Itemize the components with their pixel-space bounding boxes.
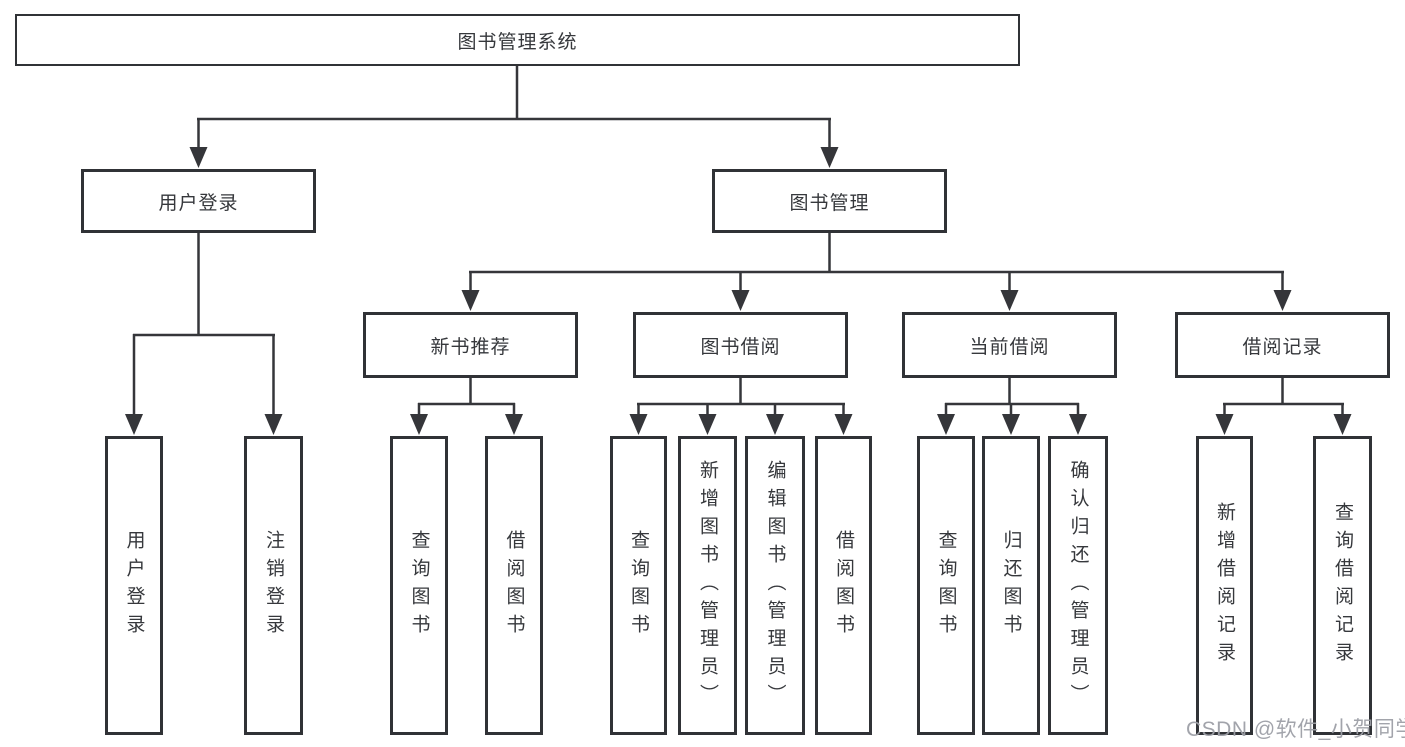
node-leaf-bb-query-book: 查询图书 [610, 436, 667, 735]
arrowheads [125, 147, 1352, 435]
node-user-login-group-label: 用户登录 [158, 192, 239, 214]
node-root-system-label: 图书管理系统 [457, 31, 578, 53]
node-current-borrow-label: 当前借阅 [969, 336, 1050, 358]
node-leaf-user-login-label: 用户登录 [123, 529, 145, 642]
node-leaf-bb-add-book-label: 新增图书（管理员） [697, 459, 718, 712]
node-borrow-records-label: 借阅记录 [1242, 336, 1323, 358]
watermark: CSDN @软件_小贺同学 [1186, 718, 1405, 741]
node-leaf-cb-query-book: 查询图书 [917, 436, 975, 735]
node-leaf-nbr-borrow-book-label: 借阅图书 [503, 529, 525, 642]
node-leaf-br-query-record: 查询借阅记录 [1313, 436, 1372, 735]
node-root-system: 图书管理系统 [15, 14, 1020, 66]
node-leaf-br-add-record-label: 新增借阅记录 [1214, 501, 1235, 670]
connector-segments [132, 66, 1344, 416]
node-leaf-cb-confirm-return-label: 确认归还（管理员） [1067, 459, 1089, 712]
node-leaf-bb-borrow-book: 借阅图书 [815, 436, 872, 735]
node-leaf-cb-return-book-label: 归还图书 [1000, 529, 1022, 642]
node-new-book-rec: 新书推荐 [363, 312, 578, 378]
node-book-mgmt-group: 图书管理 [712, 169, 947, 233]
node-leaf-nbr-query-book: 查询图书 [390, 436, 448, 735]
node-leaf-cb-confirm-return: 确认归还（管理员） [1048, 436, 1108, 735]
node-new-book-rec-label: 新书推荐 [430, 336, 511, 358]
node-leaf-logout: 注销登录 [244, 436, 303, 735]
node-leaf-br-add-record: 新增借阅记录 [1196, 436, 1253, 735]
node-leaf-br-query-record-label: 查询借阅记录 [1332, 501, 1353, 670]
node-borrow-records: 借阅记录 [1175, 312, 1390, 378]
node-leaf-bb-edit-book: 编辑图书（管理员） [745, 436, 805, 735]
node-book-mgmt-group-label: 图书管理 [789, 192, 870, 214]
node-leaf-bb-add-book: 新增图书（管理员） [678, 436, 737, 735]
node-leaf-cb-query-book-label: 查询图书 [935, 529, 957, 642]
node-book-borrow-label: 图书借阅 [700, 336, 781, 358]
node-leaf-bb-borrow-book-label: 借阅图书 [833, 529, 854, 642]
node-current-borrow: 当前借阅 [902, 312, 1117, 378]
node-leaf-bb-query-book-label: 查询图书 [628, 529, 649, 642]
node-leaf-cb-return-book: 归还图书 [982, 436, 1040, 735]
node-leaf-logout-label: 注销登录 [263, 529, 284, 642]
node-book-borrow: 图书借阅 [633, 312, 848, 378]
node-user-login-group: 用户登录 [81, 169, 316, 233]
node-leaf-nbr-query-book-label: 查询图书 [408, 529, 430, 642]
node-leaf-nbr-borrow-book: 借阅图书 [485, 436, 543, 735]
node-leaf-bb-edit-book-label: 编辑图书（管理员） [764, 459, 786, 712]
node-leaf-user-login: 用户登录 [105, 436, 163, 735]
